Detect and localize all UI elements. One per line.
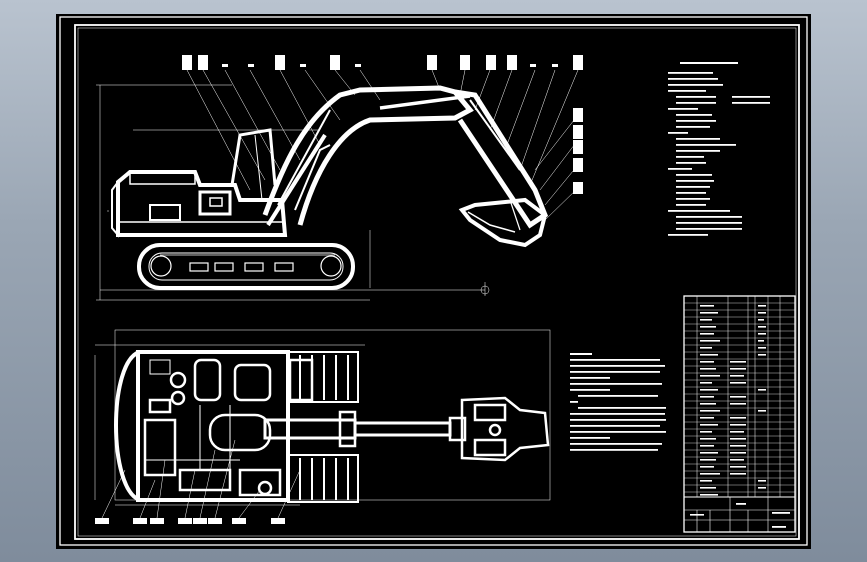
side-view-leaders [186,69,579,221]
excavator-plan-view [94,329,551,506]
plan-view-balloons [95,518,285,524]
parts-list-text [690,305,790,528]
outer-border [59,16,808,546]
excavator-side-view [96,84,549,301]
drawing-frame [77,27,797,537]
inner-frame [74,24,800,540]
technical-notes-text [570,353,666,451]
specifications-text [668,62,770,236]
plan-view-leaders [101,439,301,519]
side-view-balloons [182,55,583,194]
parts-list-table [683,295,796,533]
